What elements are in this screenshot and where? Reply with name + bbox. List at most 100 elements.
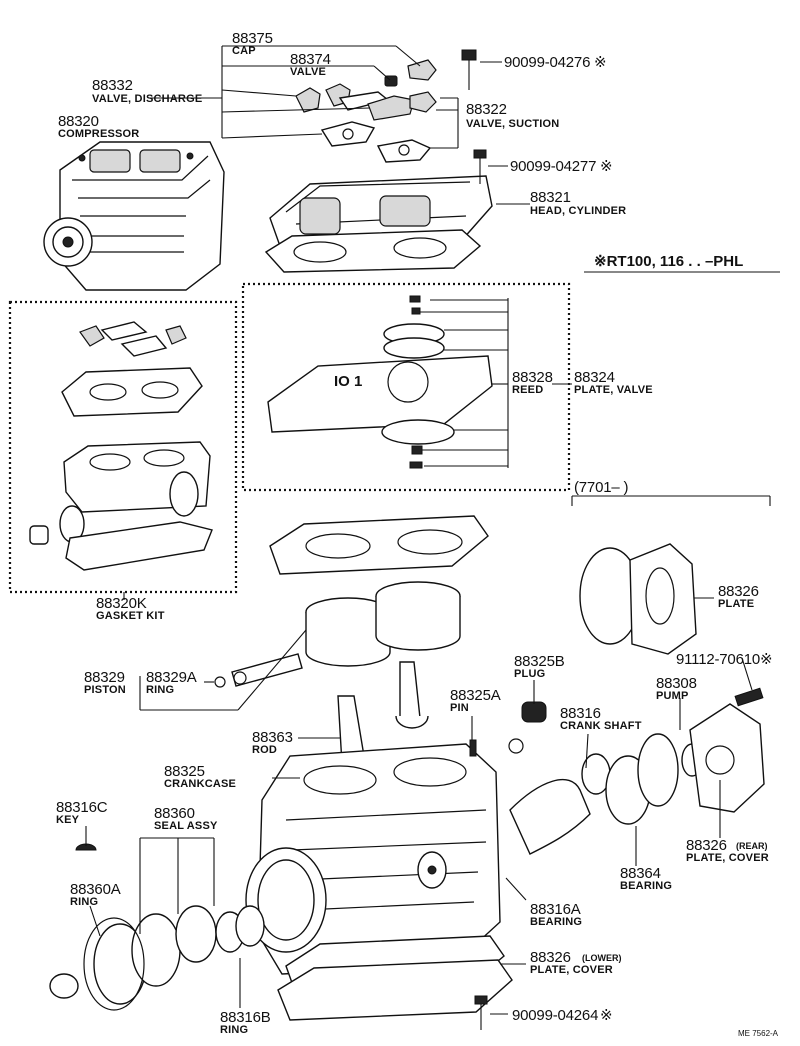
svg-text:RING: RING [70,896,98,908]
pump-plate-illustration [579,543,697,655]
svg-text:88325: 88325 [164,763,205,780]
production-date-range: (7701– ) [574,479,628,496]
label-88329: 88329 PISTON [84,669,126,696]
svg-text:※: ※ [600,158,612,175]
svg-text:PLATE: PLATE [718,598,754,610]
label-88328: 88328 REED [512,369,553,396]
svg-text:88364: 88364 [620,865,661,882]
label-88363: 88363 ROD [252,729,293,756]
label-88316B: 88316B RING [220,1009,271,1036]
label-88320: 88320 COMPRESSOR [58,113,139,140]
label-90099-04276: 90099-04276 ※ [504,54,607,71]
svg-text:88322: 88322 [466,101,507,118]
svg-text:88325B: 88325B [514,653,565,670]
svg-text:88326: 88326 [530,949,571,966]
svg-text:PLATE, VALVE: PLATE, VALVE [574,384,653,396]
label-88332: 88332 VALVE, DISCHARGE [92,77,202,105]
label-88329A: 88329A RING [146,669,197,696]
svg-text:※: ※ [760,651,772,668]
svg-text:ROD: ROD [252,744,277,756]
svg-text:IO 1: IO 1 [334,373,362,390]
label-88325B: 88325B PLUG [514,653,565,680]
svg-text:91112-70610: 91112-70610 [676,651,760,668]
svg-text:PLATE, COVER: PLATE, COVER [530,964,613,976]
label-88322: 88322 VALVE, SUCTION [466,101,559,130]
bolt-labels: 90099-04276 ※ 90099-04277 ※ 91112-70610 … [504,54,773,1024]
svg-text:PISTON: PISTON [84,684,126,696]
svg-text:RING: RING [220,1024,248,1036]
crankshaft-illustration [469,687,765,855]
svg-text:88332: 88332 [92,77,133,94]
svg-text:VALVE: VALVE [290,66,326,78]
svg-text:88316C: 88316C [56,799,108,816]
svg-text:PLATE, COVER: PLATE, COVER [686,852,769,864]
label-88375: 88375 CAP [232,30,273,57]
label-88316C: 88316C KEY [56,799,108,826]
label-88326-lower: 88326 (LOWER) PLATE, COVER [530,949,622,976]
svg-text:KEY: KEY [56,814,80,826]
svg-text:88328: 88328 [512,369,553,386]
svg-text:PIN: PIN [450,702,469,714]
top-valve-parts [295,59,437,163]
label-88324: 88324 PLATE, VALVE [574,369,653,396]
svg-text:90099-04276: 90099-04276 [504,54,590,71]
label-90099-04277: 90099-04277 ※ [510,158,613,175]
svg-text:90099-04264: 90099-04264 [512,1007,598,1024]
svg-text:88325A: 88325A [450,687,501,704]
label-88320K: 88320K GASKET KIT [96,595,165,622]
svg-text:88321: 88321 [530,189,571,206]
label-88316A: 88316A BEARING [530,901,582,928]
svg-text:88316B: 88316B [220,1009,271,1026]
svg-text:(REAR): (REAR) [736,841,768,851]
label-88321: 88321 HEAD, CYLINDER [530,189,626,217]
svg-text:VALVE, SUCTION: VALVE, SUCTION [466,118,559,130]
svg-text:(LOWER): (LOWER) [582,953,622,963]
svg-text:BEARING: BEARING [620,880,672,892]
label-88364: 88364 BEARING [620,865,672,892]
cylinder-head-illustration [264,49,493,273]
compressor-illustration [43,141,225,291]
svg-text:88360: 88360 [154,805,195,822]
label-88326-plate: 88326 PLATE [718,583,759,610]
svg-text:RING: RING [146,684,174,696]
front-seal-illustration [49,843,265,1011]
svg-text:BEARING: BEARING [530,916,582,928]
label-88360A: 88360A RING [70,881,121,908]
svg-text:COMPRESSOR: COMPRESSOR [58,128,139,140]
part-labels: 88375 CAP 88374 VALVE 88332 VALVE, DISCH… [56,30,769,1036]
svg-text:88316: 88316 [560,705,601,722]
svg-text:VALVE, DISCHARGE: VALVE, DISCHARGE [92,93,202,105]
head-gasket-illustration [269,515,489,575]
svg-text:88329A: 88329A [146,669,197,686]
svg-text:PUMP: PUMP [656,690,689,702]
svg-text:88363: 88363 [252,729,293,746]
svg-text:GASKET KIT: GASKET KIT [96,610,165,622]
svg-text:HEAD, CYLINDER: HEAD, CYLINDER [530,205,626,217]
model-applicability-note: ※RT100, 116 . . –PHL [594,253,743,270]
label-88374: 88374 VALVE [290,51,331,78]
gasket-kit-box [8,300,238,594]
svg-text:PLUG: PLUG [514,668,545,680]
svg-text:90099-04277: 90099-04277 [510,158,596,175]
label-88325: 88325 CRANKCASE [164,763,236,790]
label-88308: 88308 PUMP [656,675,697,702]
gasket-kit-illustration [29,321,213,571]
crankcase-illustration [245,743,513,1030]
svg-text:CRANK SHAFT: CRANK SHAFT [560,720,642,732]
svg-text:88320: 88320 [58,113,99,130]
label-91112-70610: 91112-70610 ※ [676,651,773,668]
svg-text:88374: 88374 [290,51,331,68]
svg-text:88320K: 88320K [96,595,147,612]
svg-text:88329: 88329 [84,669,125,686]
svg-text:※: ※ [600,1007,612,1024]
leader-lines [85,45,780,1015]
label-88325A: 88325A PIN [450,687,501,714]
label-88360: 88360 SEAL ASSY [154,805,218,832]
svg-text:88375: 88375 [232,30,273,47]
svg-text:88324: 88324 [574,369,615,386]
svg-text:88326: 88326 [686,837,727,854]
label-88326-rear: 88326 (REAR) PLATE, COVER [686,837,769,864]
svg-text:※: ※ [594,54,606,71]
valve-plate-box [241,282,571,492]
